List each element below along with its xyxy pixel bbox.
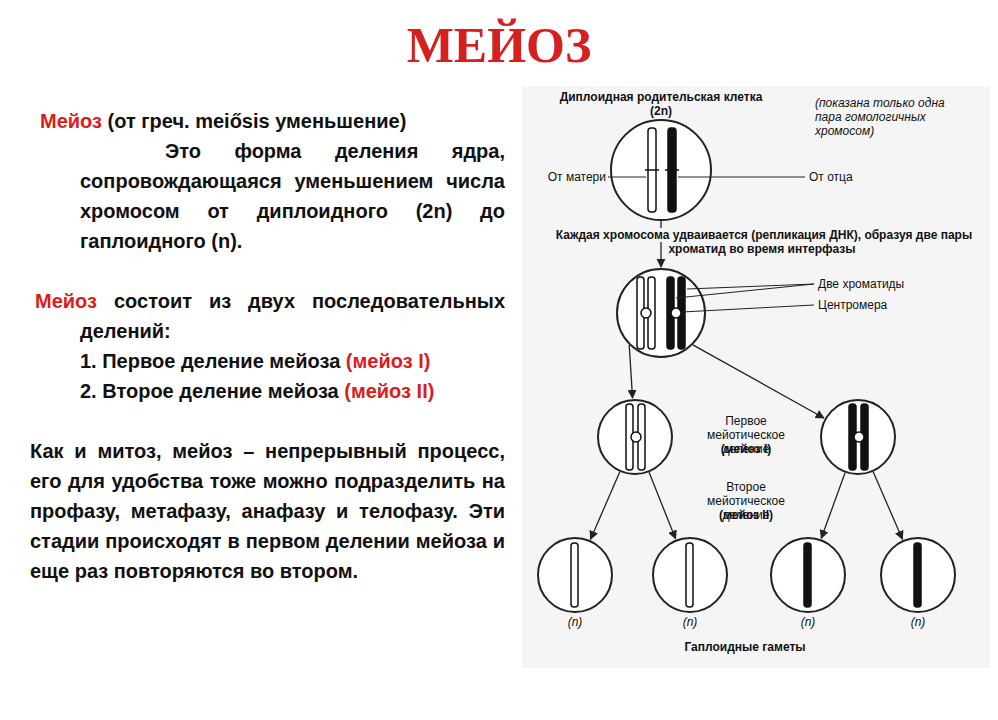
page-title: МЕЙОЗ [0,16,998,74]
text-column: Мейоз (от греч. meiősis уменьшение) Это ф… [30,106,505,586]
cell-circle: (n) [770,537,846,613]
paragraph: Мейоз (от греч. meiősis уменьшение) [40,106,505,136]
label-text: (мейоз I) [721,442,772,456]
replicated-chromosomes [637,277,685,349]
list-note: (мейоз I) [346,350,431,372]
division-arrow [629,345,632,398]
dyad-chromosomes [631,432,641,442]
gamete-chromosomes [804,543,811,607]
ploidy-label: (n) [778,615,838,629]
diagram-label: От матери [546,170,606,184]
cell-disc [821,400,895,474]
cell-circle: (n) [652,537,728,613]
label-text: Две хроматиды [818,277,904,291]
label-text: Центромера [818,298,887,312]
cell-disc [598,400,672,474]
cell-circle: (n) [880,537,956,613]
cell-disc [611,120,711,220]
diagram-label: Центромера [818,298,928,312]
label-text: Гаплоидные гаметы [684,640,805,654]
division-arrow [649,472,675,538]
diagram-label: (показана только одна пара гомологичных … [815,96,960,138]
cell-disc [538,538,612,612]
leader-line [687,284,814,289]
dyad-chromosomes [626,404,868,470]
division-arrow [693,345,824,418]
diagram-label: От отца [809,170,879,184]
cell-disc [653,538,727,612]
list-note: (мейоз II) [344,380,434,402]
replicated-chromosomes [641,308,651,318]
cell-disc [538,120,955,612]
body-text: состоит из двух последовательных делений… [80,290,505,342]
paragraph: Это форма деления ядра, сопровождающаяся… [80,136,505,256]
edge-label-text: Каждая хромосома удваивается (репликация… [554,228,972,256]
edge-label: Каждая хромосома удваивается (репликация… [548,228,978,256]
cell-circle: Диплоидная родительская клетка (2n) [610,119,712,221]
cell-disc [771,538,845,612]
parent-chromosomes [645,169,659,171]
ploidy-label: (n) [660,615,720,629]
definition: Это форма деления ядра, сопровождающаяся… [80,140,505,252]
diagram-label: (мейоз I) [686,442,806,456]
diagram-label: Гаплоидные гаметы [645,640,845,654]
ploidy-label: (n) [545,615,605,629]
list-text: 2. Второе деление мейоза [80,380,339,402]
dyad-chromosomes [854,432,864,442]
list-text: 1. Первое деление мейоза [80,350,340,372]
title-text: МЕЙОЗ [407,17,592,73]
list-item: 2. Второе деление мейоза (мейоз II) [80,376,505,406]
cell-disc [617,269,705,357]
gamete-chromosomes [571,543,578,607]
parent-chromosomes [665,169,679,171]
etymology: (от греч. meiősis уменьшение) [108,110,407,132]
replicated-chromosomes [671,308,681,318]
cell-circle [820,399,896,475]
ploidy-label: (n) [888,615,948,629]
cell-circle [597,399,673,475]
cell-circle [616,268,706,358]
leader-line [608,177,646,178]
term: Мейоз [40,110,102,132]
cell-disc [881,538,955,612]
leader-line [678,177,805,178]
label-text: (показана только одна пара гомологичных … [815,96,945,138]
label-text: От отца [809,170,853,184]
label-text: (мейоз II) [719,508,773,522]
gamete-chromosomes [914,543,921,607]
label-text: От матери [548,170,606,184]
cell-circle: (n) [537,537,613,613]
list-item: 1. Первое деление мейоза (мейоз I) [80,346,505,376]
term: Мейоз [35,290,97,312]
diagram-label: Две хроматиды [818,277,928,291]
gamete-chromosomes [571,543,921,607]
parent-chromosomes [645,128,679,212]
gamete-chromosomes [686,543,693,607]
division-arrow [821,473,845,539]
paragraph: Мейоз состоит из двух последовательных д… [80,286,505,346]
paragraph: Как и митоз, мейоз – непрерывный процесс… [30,436,505,586]
diagram-label: (мейоз II) [686,508,806,522]
cell-heading: Диплоидная родительская клетка (2n) [554,90,769,118]
leader-line [682,305,814,312]
body-text: Как и митоз, мейоз – непрерывный процесс… [30,440,505,582]
division-arrow [591,472,620,539]
division-arrow [873,472,902,539]
leader-line [676,284,814,298]
